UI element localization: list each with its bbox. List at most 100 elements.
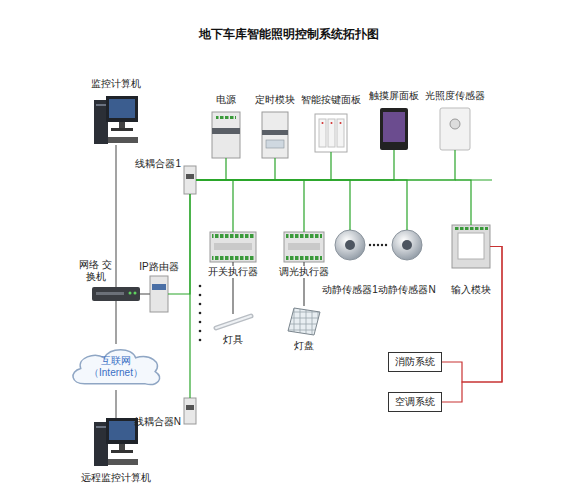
dot: [199, 303, 202, 306]
connector: [196, 180, 350, 230]
coupler-node: 线耦合器N: [184, 398, 196, 424]
switch-led: [134, 292, 137, 295]
connector: [196, 158, 226, 180]
actuator-terminals: [212, 256, 254, 260]
device-node: 光照度传感器: [440, 108, 470, 150]
lamp-node: 灯具: [213, 314, 253, 330]
device-label: 线耦合器1: [135, 158, 181, 170]
key-led: [340, 122, 342, 124]
actuator-node: 调光执行器: [284, 232, 324, 262]
key-panel-icon: [315, 114, 347, 152]
monitor-computer-icon: [94, 96, 138, 144]
device-label: 灯具: [223, 334, 243, 346]
connector: [196, 180, 407, 230]
panel-key: [328, 119, 335, 147]
router-icon: [150, 276, 168, 312]
actuator-front: [288, 243, 320, 250]
input-module-node: 输入模块: [452, 225, 490, 268]
connector: [168, 194, 190, 294]
device-node: 智能按键面板: [315, 114, 347, 152]
device-label: 网络 交换机: [79, 259, 112, 283]
connector: [196, 180, 233, 232]
coupler-icon: [184, 398, 196, 424]
device-label: 开关执行器: [207, 266, 259, 278]
lamp-highlight: [216, 316, 251, 328]
lamp-node: 灯盘: [288, 306, 320, 336]
device-label: 灯盘: [294, 340, 314, 352]
device-label: 触摸屏面板: [369, 90, 419, 102]
switch-ports: [96, 292, 124, 295]
device-node: 定时模块: [262, 112, 288, 158]
device-label: 光照度传感器: [425, 90, 485, 102]
actuator-node: 开关执行器: [210, 232, 256, 262]
sensor-node: 动静传感器N: [392, 230, 422, 260]
connector: [196, 180, 471, 225]
cloud-shape: [73, 350, 160, 385]
connector: [442, 247, 502, 403]
box-text: 空调系统: [395, 396, 435, 408]
dot: [199, 321, 202, 324]
sensor-lens: [345, 240, 355, 250]
light-sensor-icon: [440, 108, 470, 150]
cloud-node: 互联网 （Internet）: [67, 344, 165, 390]
dot: [199, 330, 202, 333]
key-led: [322, 122, 324, 124]
actuator-terminals: [212, 234, 254, 238]
device-label: 远程监控计算机: [81, 472, 151, 484]
device-label: 动静传感器1: [322, 284, 378, 296]
switch-led: [129, 292, 132, 295]
connector: [115, 301, 116, 344]
device-node: 触摸屏面板: [380, 108, 408, 150]
system-box: 消防系统: [388, 352, 442, 372]
timer-display: [266, 140, 284, 148]
coupler-plate: [186, 405, 194, 410]
switch-node: 网络 交换机: [92, 287, 140, 301]
coupler-icon: [184, 166, 196, 194]
device-node: 电源: [212, 112, 240, 158]
sensor-node: 动静传感器1: [335, 230, 365, 260]
timer-module-icon: [262, 112, 288, 158]
connector: [115, 390, 116, 418]
dot: [199, 312, 202, 315]
device-label: 定时模块: [255, 94, 295, 106]
computer-node: 监控计算机: [94, 96, 138, 145]
continuation-dots: [199, 285, 202, 342]
connector: [196, 152, 331, 180]
connector: [189, 194, 190, 398]
panel-key: [337, 119, 344, 147]
power-supply-icon: [212, 112, 240, 158]
device-label: 监控计算机: [91, 78, 141, 90]
connector: [196, 158, 275, 180]
actuator-terminals: [286, 234, 322, 238]
lamp-tube: [216, 316, 251, 328]
input-module-icon: [452, 225, 490, 268]
sensor-window: [450, 119, 460, 129]
coupler-node: 线耦合器1: [184, 166, 196, 194]
module-terminals: [454, 227, 488, 230]
dot: [199, 294, 202, 297]
coupler-plate: [186, 174, 194, 179]
key-led: [331, 122, 333, 124]
device-label: 线耦合器N: [134, 416, 181, 428]
dot: [373, 244, 375, 246]
module-band: [262, 130, 288, 135]
diagram-title: 地下车库智能照明控制系统拓扑图: [0, 26, 577, 43]
panel-light-icon: [288, 308, 320, 335]
motion-sensor-icon: [392, 230, 422, 260]
device-label: IP路由器: [139, 261, 178, 273]
device-label: 输入模块: [451, 284, 491, 296]
dot: [199, 285, 202, 288]
dot: [199, 339, 202, 342]
connector: [196, 150, 394, 180]
computer-node: 远程监控计算机: [94, 418, 138, 467]
touch-screen: [383, 112, 405, 142]
connector: [196, 150, 455, 180]
remote-computer-icon: [94, 418, 138, 466]
device-label: 动静传感器N: [378, 284, 435, 296]
dot: [377, 244, 379, 246]
module-board: [458, 233, 484, 259]
switch-icon: [92, 287, 140, 301]
